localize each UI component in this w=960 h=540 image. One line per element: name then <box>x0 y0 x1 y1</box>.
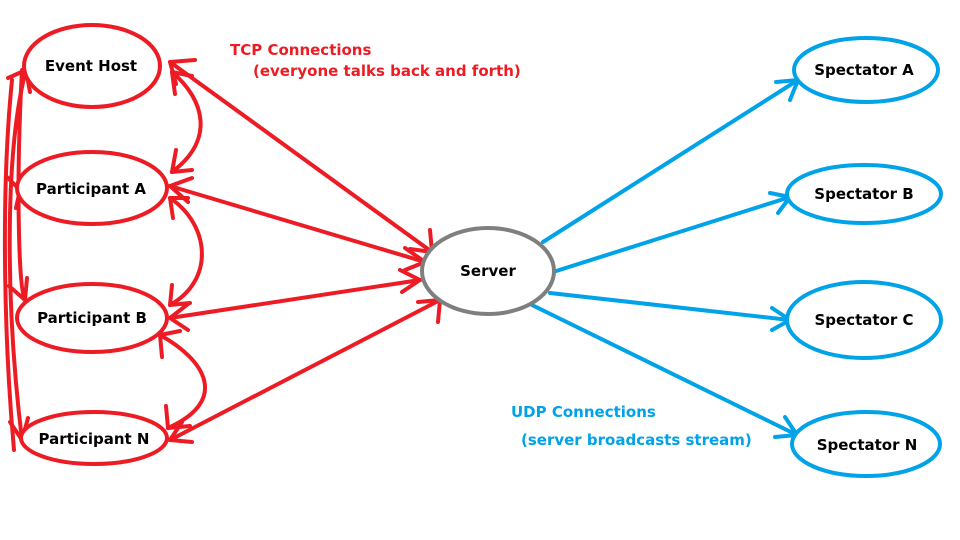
node-spectator-c[interactable]: Spectator C <box>785 280 943 360</box>
tcp-subtitle: (everyone talks back and forth) <box>253 62 521 80</box>
node-event-host[interactable]: Event Host <box>22 23 162 109</box>
edge-participant-b-participant-n <box>158 329 207 430</box>
node-label: Participant A <box>36 180 146 198</box>
node-label: Spectator N <box>817 436 918 454</box>
node-spectator-b[interactable]: Spectator B <box>785 163 943 225</box>
udp-title: UDP Connections <box>511 403 656 421</box>
node-label: Server <box>460 262 516 280</box>
edge-participant-n-server <box>168 298 442 444</box>
edge-event-host-participant-a <box>170 70 203 174</box>
node-label: Spectator C <box>814 311 913 329</box>
node-label: Spectator B <box>814 185 913 203</box>
node-label: Spectator A <box>814 61 914 79</box>
node-participant-b[interactable]: Participant B <box>15 282 169 354</box>
node-label: Event Host <box>45 57 137 75</box>
nodes-layer: Event Host Participant A Participant B P… <box>15 23 943 478</box>
edge-participant-a-server <box>168 176 427 272</box>
edges-layer <box>2 58 800 452</box>
edge-participant-a-participant-b <box>168 196 204 307</box>
node-label: Participant N <box>39 430 150 448</box>
tcp-title: TCP Connections <box>230 41 371 59</box>
node-spectator-n[interactable]: Spectator N <box>790 410 942 478</box>
edge-server-spectator-c <box>548 291 792 332</box>
udp-subtitle: (server broadcasts stream) <box>521 431 752 449</box>
node-participant-a[interactable]: Participant A <box>15 150 169 226</box>
edge-server-spectator-a <box>541 78 800 244</box>
edge-event-host-others-left <box>2 68 32 452</box>
node-label: Participant B <box>37 309 147 327</box>
node-spectator-a[interactable]: Spectator A <box>792 36 940 104</box>
edge-participant-b-server <box>168 268 422 332</box>
node-participant-n[interactable]: Participant N <box>19 410 169 466</box>
udp-annotation: UDP Connections (server broadcasts strea… <box>511 403 752 449</box>
tcp-annotation: TCP Connections (everyone talks back and… <box>230 41 521 80</box>
node-server[interactable]: Server <box>420 226 556 316</box>
edge-server-spectator-b <box>551 191 792 274</box>
